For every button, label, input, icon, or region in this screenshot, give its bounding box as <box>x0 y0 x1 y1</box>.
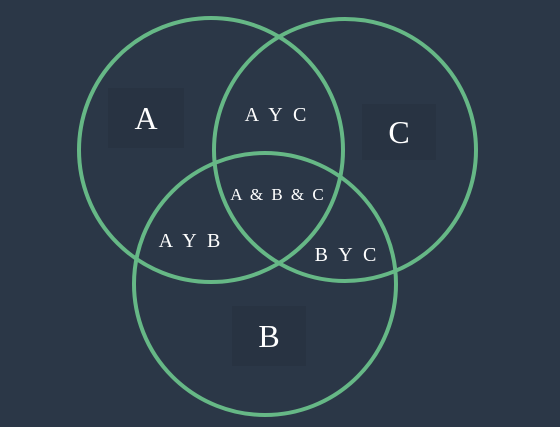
set-a-circle <box>77 16 345 284</box>
set-c-label: C <box>388 113 410 150</box>
intersection-b-c-label: B Y C <box>314 243 380 266</box>
intersection-a-c-label: A Y C <box>244 103 310 126</box>
set-b-circle <box>132 151 398 417</box>
intersection-a-b-label: A Y B <box>158 229 224 252</box>
label-box-c <box>362 104 436 160</box>
set-a-label: A <box>134 99 158 136</box>
label-box-a <box>108 88 184 148</box>
label-box-b <box>232 306 306 366</box>
set-b-label: B <box>258 317 280 354</box>
set-c-circle <box>212 17 478 283</box>
intersection-a-b-c-label: A & B & C <box>230 185 326 204</box>
